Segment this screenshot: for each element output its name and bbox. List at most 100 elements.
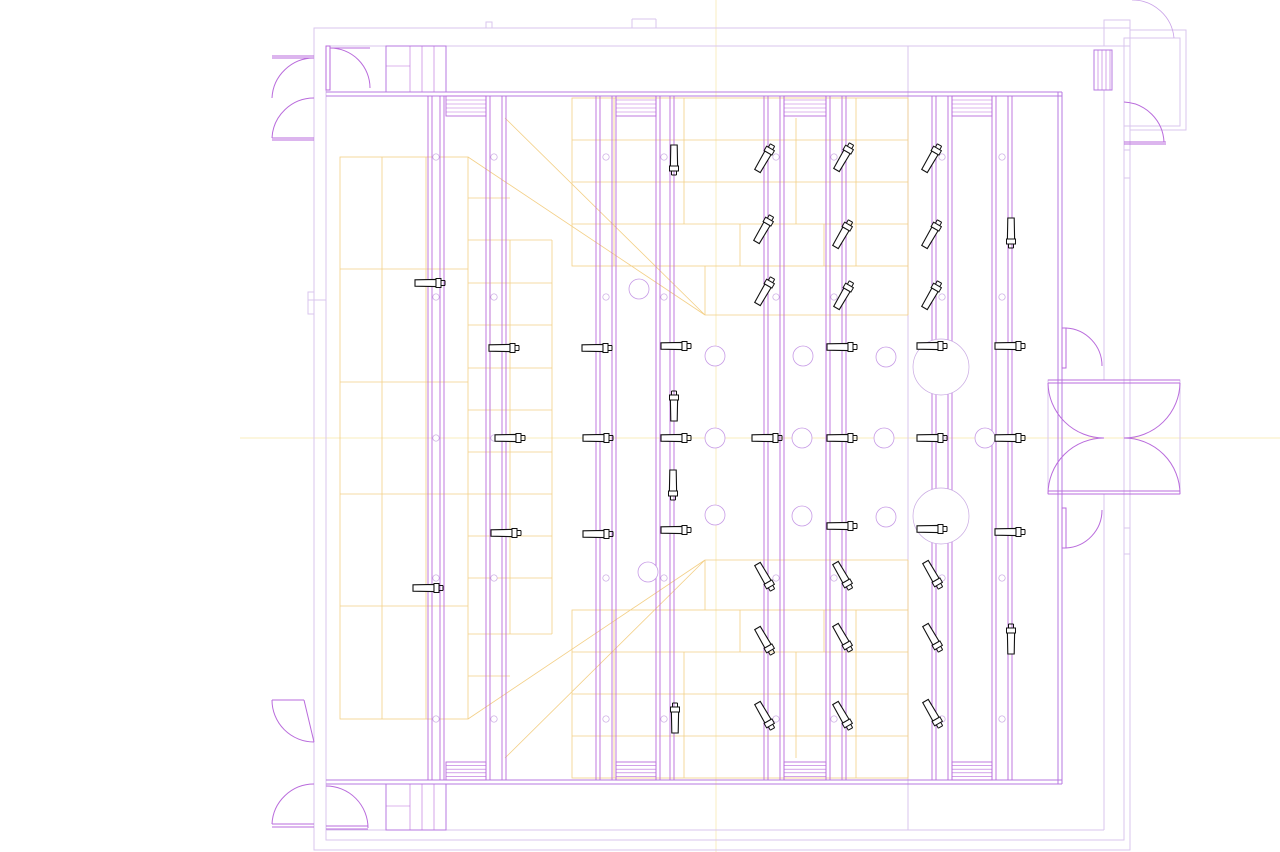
light-fixtures [412,142,1026,734]
beam-cap [445,761,487,781]
beam-joint [830,153,838,161]
spotlight-icon [660,433,692,443]
spotlight-icon [920,219,943,250]
beam-joint [772,153,780,161]
spotlight-icon [826,521,858,531]
beam-cap [615,761,657,781]
beam-joint [830,574,838,582]
door-swing-icon [271,699,315,828]
beam-cap [951,95,993,117]
spotlight-icon [414,278,446,288]
beam-joint [772,293,780,301]
spotlight-icon [832,142,855,173]
spotlight-icon [488,343,520,353]
column-circle-icon [704,345,726,367]
spotlight-icon [494,433,526,443]
beam-joint [830,293,838,301]
spotlight-icon [668,469,678,501]
spotlight-icon [831,560,854,591]
spotlight-icon [994,527,1026,537]
spotlight-icon [826,433,858,443]
door-swing-icon [271,55,315,141]
beam-joint [602,715,610,723]
spotlight-icon [660,341,692,351]
door-swing-icon [1061,327,1103,549]
spotlight-icon [994,433,1026,443]
spotlight-icon [753,276,776,307]
spotlight-icon [831,700,854,731]
spotlight-icon [753,561,776,592]
spotlight-icon [490,528,522,538]
beam-cap [445,95,487,117]
column-circle-icon [637,561,659,583]
doors [271,0,1181,830]
beam-joint [602,574,610,582]
spotlight-icon [581,343,613,353]
spotlight-icon [916,433,948,443]
beam-caps [445,95,993,781]
columns [432,153,1006,723]
spotlight-icon [831,219,854,250]
beam-joint [602,153,610,161]
beam-joint [432,715,440,723]
spotlight-icon [920,143,943,174]
door-swing-icon [325,45,371,91]
spotlight-icon [751,433,783,443]
column-circle-icon [792,345,814,367]
beam-joint [602,293,610,301]
spotlight-icon [920,280,943,311]
column-circle-icon [704,504,726,526]
beam-joint [490,574,498,582]
beam-joint [998,153,1006,161]
door-swing-icon [1047,379,1181,495]
beam-joint [998,574,1006,582]
spotlight-icon [669,144,679,176]
spotlight-icon [753,700,776,731]
beam-joint [660,715,668,723]
spotlight-icon [412,583,444,593]
door-swing-icon [325,785,369,830]
beam-joint [998,715,1006,723]
spotlight-icon [921,622,944,653]
spotlight-icon [582,433,614,443]
beam-joint [938,293,946,301]
stairs [385,45,1113,831]
spotlight-icon [1006,623,1016,655]
door-swing-icon [1123,0,1175,145]
beam-joint [432,153,440,161]
spotlight-icon [832,280,855,311]
beam-joint [772,715,780,723]
beam-joint [938,153,946,161]
spotlight-icon [916,341,948,351]
spotlight-icon [831,622,854,653]
spotlight-icon [752,214,775,245]
beam-joint [660,574,668,582]
beam-cap [783,761,827,781]
beam-joint [772,574,780,582]
spotlight-icon [582,529,614,539]
column-circle-icon [791,427,813,449]
beam-joint [432,434,440,442]
column-circle-icon [875,506,897,528]
beam [427,96,445,780]
spotlight-icon [916,524,948,534]
spotlight-icon [669,390,679,422]
column-circle-icon [974,427,996,449]
column-circle-icon [628,278,650,300]
beam-cap [951,761,993,781]
spotlight-icon [660,525,692,535]
spotlight-icon [921,698,944,729]
column-circle-icon [875,346,897,368]
column-circle-icon [912,487,970,545]
column-circle-icon [791,505,813,527]
spotlight-icon [921,559,944,590]
beam-joint [432,293,440,301]
beam-joint [660,293,668,301]
beam-cap [783,95,827,117]
beam-joint [830,715,838,723]
beam-joint [660,153,668,161]
column-circle-icon [912,338,970,396]
beam-joint [490,153,498,161]
spotlight-icon [994,341,1026,351]
